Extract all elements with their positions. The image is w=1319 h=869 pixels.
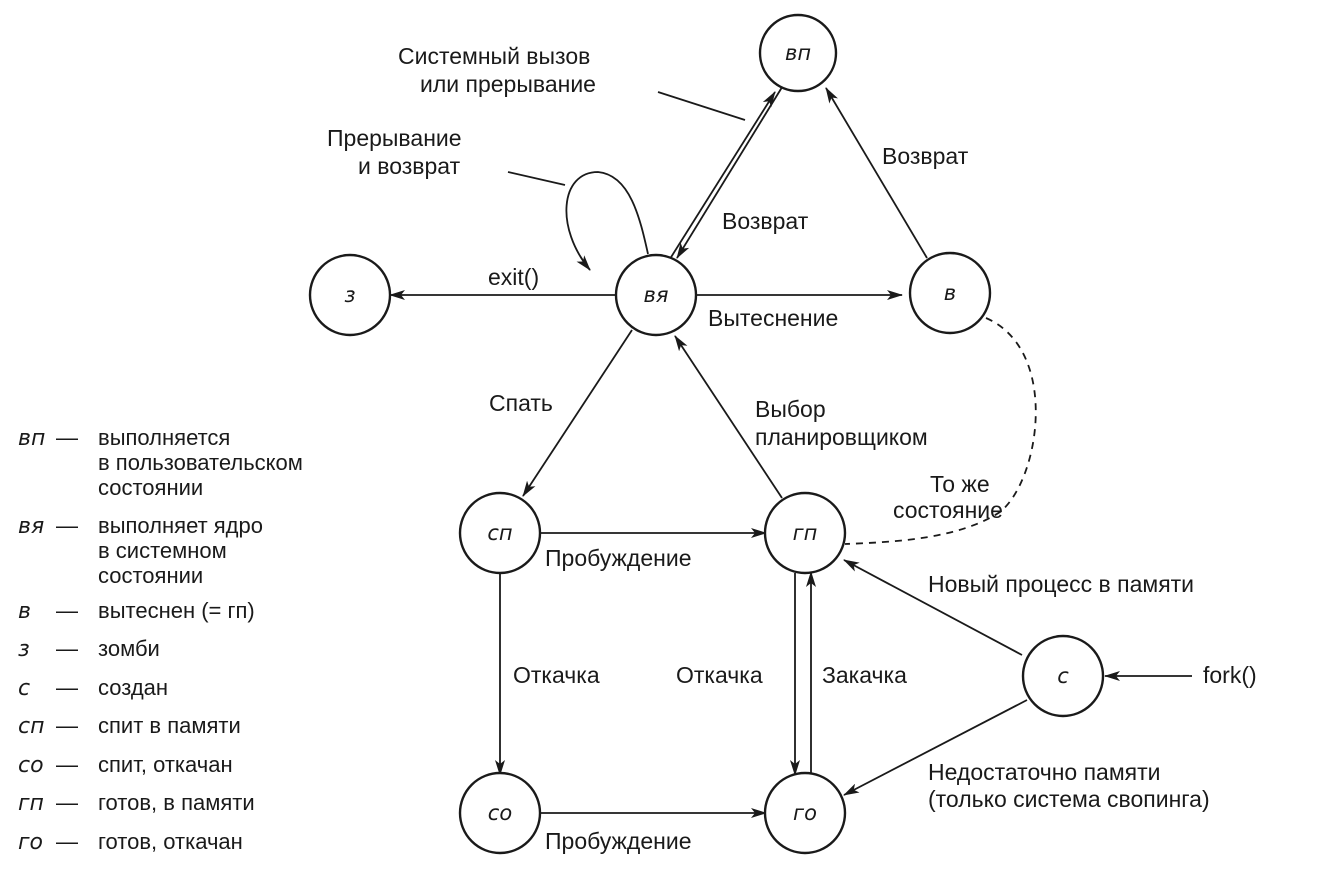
state-go-label: го (793, 801, 817, 825)
legend-abbr: в (18, 599, 31, 624)
legend-desc: готов, откачан (98, 829, 243, 854)
edges (389, 83, 1192, 818)
legend-dash: — (56, 513, 78, 538)
label-same-2: состояние (893, 497, 1003, 523)
leader-syscall (657, 91, 746, 121)
legend-desc: вытеснен (= гп) (98, 598, 255, 623)
legend-dash: — (56, 598, 78, 623)
state-sp: сп (458, 491, 542, 575)
state-sp-label: сп (487, 521, 512, 545)
label-swapout-sp: Откачка (513, 662, 600, 688)
edge-gp-to-vya (674, 335, 783, 499)
legend-desc: зомби (98, 636, 160, 661)
state-gp-label: гп (793, 521, 818, 545)
legend-desc: готов, в памяти (98, 790, 255, 815)
legend-item-gp: гп — готов, в памяти (18, 790, 255, 816)
label-same-1: То же (930, 471, 990, 497)
label-swapout-gp: Откачка (676, 662, 763, 688)
legend-desc-line: состоянии (98, 475, 204, 500)
legend-desc-line: выполняет ядро (98, 513, 263, 538)
label-no-mem-1: Недостаточно памяти (928, 759, 1161, 785)
legend-dash: — (56, 829, 78, 854)
legend-item-so: со — спит, откачан (18, 752, 233, 778)
label-syscall-1: Системный вызов (398, 43, 590, 69)
edge-v-to-vp (825, 87, 928, 259)
label-exit: exit() (488, 264, 539, 290)
legend-dash: — (56, 636, 78, 661)
leader-lines (507, 91, 746, 186)
label-sleep: Спать (489, 390, 553, 416)
label-interrupt-1: Прерывание (327, 125, 462, 151)
state-v-label: в (944, 281, 956, 305)
state-vya: вя (614, 253, 698, 337)
legend-dash: — (56, 713, 78, 738)
label-return-v: Возврат (882, 143, 969, 169)
state-v: в (908, 251, 992, 335)
label-fork: fork() (1203, 662, 1257, 688)
label-wakeup-swap: Пробуждение (545, 828, 691, 854)
legend-desc-line: в системном (98, 538, 227, 563)
state-so: со (458, 771, 542, 855)
legend-abbr: вп (18, 426, 46, 451)
legend-abbr: гп (18, 791, 44, 816)
edge-v-to-gp-dashed (844, 317, 1037, 545)
state-s-label: с (1057, 664, 1069, 688)
legend-dash: — (56, 752, 78, 777)
leader-interrupt (507, 171, 566, 186)
legend-abbr: с (18, 676, 31, 701)
label-interrupt-2: и возврат (358, 153, 461, 179)
edge-vya-to-vp (667, 91, 776, 263)
edge-vya-to-sp (522, 329, 633, 497)
state-z: з (308, 253, 392, 337)
label-sched-1: Выбор (755, 396, 826, 422)
legend-dash: — (56, 790, 78, 815)
legend-dash: — (56, 675, 78, 700)
label-no-mem-2: (только система свопинга) (928, 786, 1210, 812)
legend-item-sp: сп — спит в памяти (18, 713, 241, 739)
legend-abbr: го (18, 830, 44, 855)
label-sched-2: планировщиком (755, 424, 928, 450)
label-return-vya: Возврат (722, 208, 809, 234)
edge-s-to-go (843, 699, 1028, 796)
legend-desc: создан (98, 675, 169, 700)
state-z-label: з (344, 283, 355, 307)
edge-vya-self-loop (565, 171, 649, 271)
legend-abbr: з (18, 637, 30, 662)
legend-item-go: го — готов, откачан (18, 829, 243, 855)
label-wakeup-mem: Пробуждение (545, 545, 691, 571)
legend-abbr: со (18, 753, 44, 778)
legend-dash: — (56, 425, 78, 450)
legend-desc-line: состоянии (98, 563, 204, 588)
legend-abbr: вя (18, 514, 45, 539)
legend-item-v: в — вытеснен (= гп) (18, 598, 255, 624)
legend-desc: спит, откачан (98, 752, 233, 777)
state-vya-label: вя (643, 283, 668, 307)
legend-item-s: с — создан (18, 675, 168, 701)
state-vp: вп (758, 13, 838, 93)
label-swapin: Закачка (822, 662, 907, 688)
label-preempt: Вытеснение (708, 305, 838, 331)
legend-item-z: з — зомби (18, 636, 160, 662)
state-s: с (1021, 634, 1105, 718)
state-so-label: со (488, 801, 512, 825)
state-gp: гп (763, 491, 847, 575)
legend-abbr: сп (18, 714, 45, 739)
legend-desc-line: в пользовательском (98, 450, 303, 475)
state-go: го (763, 771, 847, 855)
label-syscall-2: или прерывание (420, 71, 596, 97)
legend-desc: спит в памяти (98, 713, 241, 738)
edge-s-to-gp (843, 559, 1023, 656)
edge-vp-to-vya (676, 83, 785, 259)
state-vp-label: вп (785, 41, 811, 65)
legend-desc-line: выполняется (98, 425, 231, 450)
edge-labels: Системный вызов или прерывание Прерывани… (327, 43, 1257, 854)
label-new-proc: Новый процесс в памяти (928, 571, 1194, 597)
